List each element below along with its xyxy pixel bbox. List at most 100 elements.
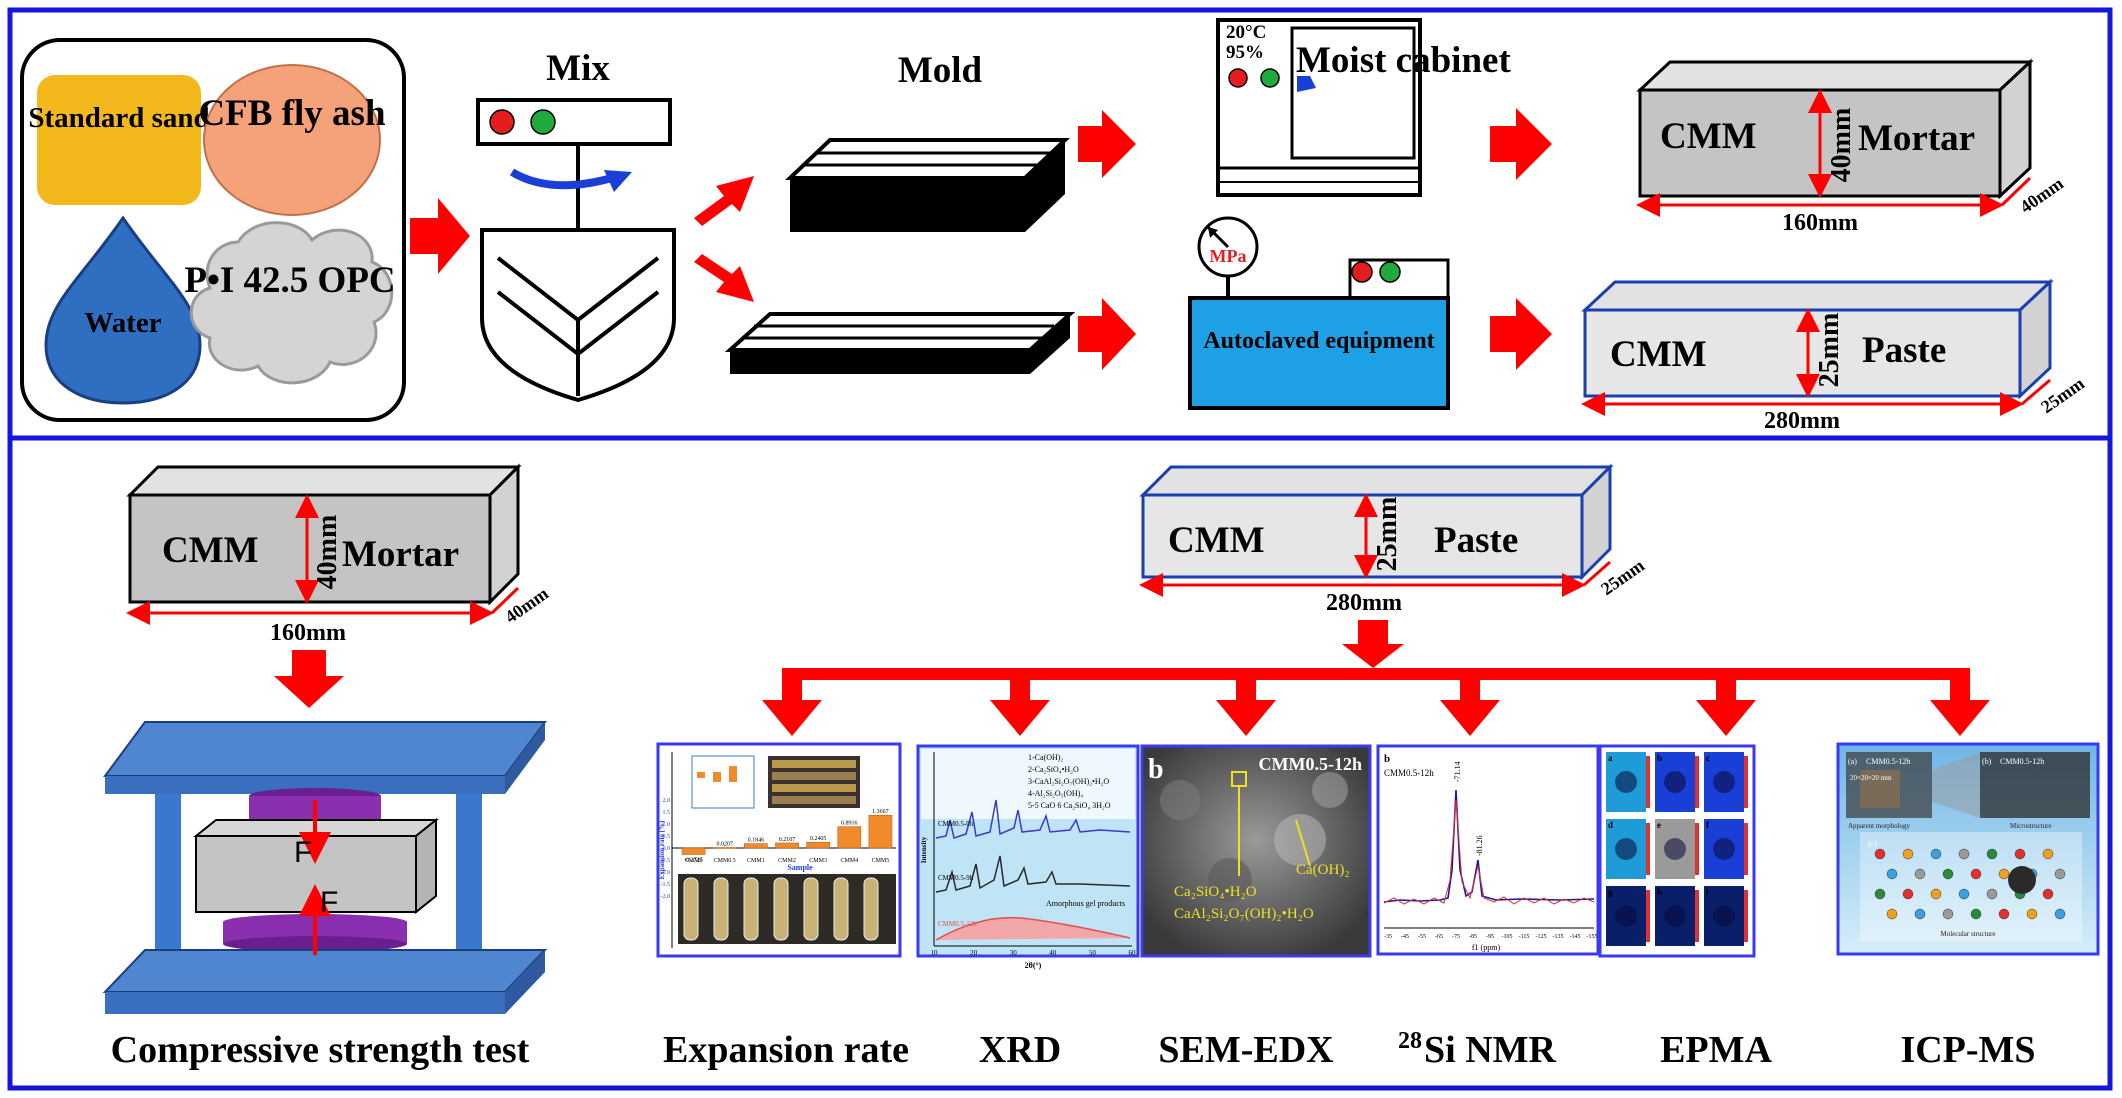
expansion-y-tick: -1.5 xyxy=(661,882,671,888)
epma-panel-letter: c xyxy=(1706,753,1710,763)
expansion-y-tick: 0.5 xyxy=(663,834,671,840)
nmr-sample-label: CMM0.5-12h xyxy=(1384,768,1434,778)
raw-materials-box: Standard sand CFB fly ash Water P•I 42.5… xyxy=(20,38,406,422)
moist-cabinet-icon xyxy=(1216,18,1422,197)
xrd-legend-2: 2-Ca₂SiO₄•H₂O xyxy=(1028,765,1079,774)
epma-colorbar xyxy=(1744,756,1748,808)
expansion-value-label: 0.2405 xyxy=(810,836,827,842)
icp-caption-1: Apparent morphology xyxy=(1848,822,1911,830)
icp-panel-c: (c) xyxy=(1868,839,1877,848)
epma-feature xyxy=(1664,838,1686,860)
xrd-legend: 1-Ca(OH)₂ 2-Ca₂SiO₄•H₂O 3-CaAl₂Si₂O₇(OH)… xyxy=(1028,753,1111,810)
xrd-x-tick: 10 xyxy=(931,949,939,957)
expansion-y-tick: -0.5 xyxy=(661,858,671,864)
molecule-atom xyxy=(1970,908,1982,920)
epma-colorbar xyxy=(1695,823,1699,875)
epma-panel-letter: i xyxy=(1706,887,1709,897)
mortar-height: 40mm xyxy=(312,515,343,590)
xrd-trace-1: CMM0.5-0h xyxy=(938,820,974,828)
sem-panel-letter: b xyxy=(1148,754,1164,785)
nmr-x-tick: -95 xyxy=(1486,934,1494,940)
molecule-atom xyxy=(1942,908,1954,920)
icp-panel-a: (a) xyxy=(1848,757,1857,766)
expansion-bar xyxy=(806,841,830,849)
epma-colorbar xyxy=(1695,890,1699,942)
epma-colorbar xyxy=(1646,823,1650,875)
nmr-x-tick: -75 xyxy=(1452,934,1460,940)
molecule-atom xyxy=(1902,888,1914,900)
xrd-legend-4: 4-Al₂Si₂O₅(OH)₄ xyxy=(1028,789,1083,798)
expansion-value-label: 0.0207 xyxy=(716,842,733,848)
expansion-y-tick: 1.0 xyxy=(663,822,671,828)
moist-cabinet-label: Moist cabinet xyxy=(1296,40,1511,81)
mortar-name: CMM xyxy=(162,530,259,571)
mortar-specimen-bottom xyxy=(126,463,522,625)
expansion-category-label: CMM2 xyxy=(778,858,796,864)
xrd-legend-5: 5-5 CaO 6 Ca₂SiO₄ 3H₂O xyxy=(1028,801,1111,810)
moist-cabinet-label: Moist cabinet xyxy=(1296,40,1511,81)
nmr-x-tick: -65 xyxy=(1435,934,1443,940)
nmr-x-tick: -45 xyxy=(1401,934,1409,940)
xrd-x-tick: 50 xyxy=(1089,949,1097,957)
fly-ash-icon xyxy=(203,64,381,216)
mortar-length: 160mm xyxy=(270,620,346,646)
expansion-category-label: CMM1 xyxy=(747,858,765,864)
sem-edx-label: SEM-EDX xyxy=(1158,1029,1333,1071)
specimen-tube xyxy=(803,877,819,941)
expansion-rate-label: Expansion rate xyxy=(663,1029,909,1071)
xrd-legend-3: 3-CaAl₂Si₂O₇(OH)₂•H₂O xyxy=(1028,777,1109,786)
molecule-atom xyxy=(1874,888,1886,900)
flow-arrow xyxy=(694,254,754,302)
expansion-y-label: Expansion rate (%) xyxy=(658,820,666,879)
molecule-atom xyxy=(1874,848,1886,860)
molecule-atom xyxy=(1958,848,1970,860)
mix-label: Mix xyxy=(546,48,610,89)
flow-arrow xyxy=(694,176,754,226)
nmr-x-tick: -145 xyxy=(1570,934,1581,940)
molecule-atom xyxy=(2014,848,2026,860)
autoclave-icon xyxy=(1188,216,1450,410)
force-label-top: F xyxy=(294,836,312,869)
paste-width: 25mm xyxy=(2037,373,2088,417)
sem-thumbnail xyxy=(1140,744,1372,958)
paste-name: CMM xyxy=(1168,520,1265,561)
xrd-thumbnail xyxy=(916,744,1140,958)
xrd-x-tick: 60 xyxy=(1129,949,1137,957)
molecule-atom xyxy=(1998,868,2010,880)
molecule-atom xyxy=(1886,868,1898,880)
specimen-tube xyxy=(833,877,849,941)
specimen-tube xyxy=(713,877,729,941)
sem-sample-label: CMM0.5-12h xyxy=(1259,754,1362,774)
molecule-atom xyxy=(1942,868,1954,880)
nmr-x-tick: -155 xyxy=(1587,934,1598,940)
epma-feature xyxy=(1713,905,1735,927)
molecule-atom xyxy=(1986,888,1998,900)
mortar-type: Mortar xyxy=(342,534,459,575)
opc-label: P•I 42.5 OPC xyxy=(184,260,395,301)
nmr-x-tick: -105 xyxy=(1502,934,1513,940)
nmr-x-tick: -35 xyxy=(1384,934,1392,940)
expansion-value-label: 0.8916 xyxy=(841,821,858,827)
molecule-atom xyxy=(1914,868,1926,880)
distribution-arrows xyxy=(762,620,1990,736)
expansion-value-label: 0.1846 xyxy=(748,838,765,844)
paste-specimen-top xyxy=(1581,278,2054,416)
expansion-category-label: CMM4 xyxy=(840,858,858,864)
xrd-x-tick: 30 xyxy=(1010,949,1018,957)
epma-panel-letter: e xyxy=(1657,820,1661,830)
epma-feature xyxy=(1615,771,1637,793)
sem-phase-1: Ca(OH)₂ xyxy=(1296,862,1350,878)
mortar-width: 40mm xyxy=(501,583,552,627)
flow-arrow xyxy=(1490,108,1552,180)
epma-panel-letter: d xyxy=(1608,820,1613,830)
nmr-superscript: 28 xyxy=(1398,1028,1422,1054)
nmr-x-tick: -115 xyxy=(1519,934,1530,940)
epma-panel-letter: g xyxy=(1608,887,1613,897)
nmr-peak-2: -81.26 xyxy=(1475,835,1484,856)
molecule-atom xyxy=(1970,868,1982,880)
icp-sample-b: CMM0.5-12h xyxy=(2000,757,2044,766)
epma-colorbar xyxy=(1695,756,1699,808)
flow-arrow xyxy=(1078,298,1136,370)
expansion-y-tick: 1.5 xyxy=(663,810,671,816)
